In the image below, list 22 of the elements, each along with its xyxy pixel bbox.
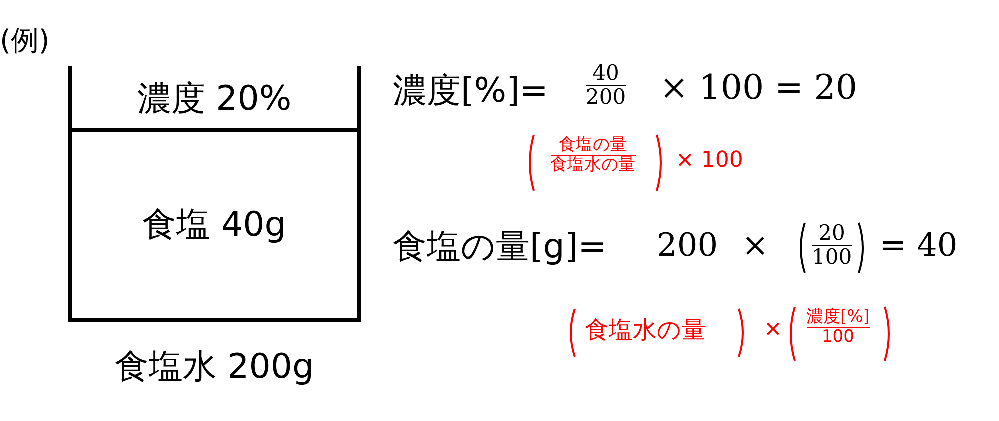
numerator: 濃度[%] xyxy=(806,308,870,327)
container-box xyxy=(68,128,361,322)
caption-text: 食塩水 200g xyxy=(114,346,316,389)
formula-text: 食塩の量[g]= xyxy=(393,226,607,269)
numerator: 食塩の量 xyxy=(559,136,627,155)
denominator: 100 xyxy=(822,328,854,346)
numerator: 40 xyxy=(592,62,620,86)
denominator: 100 xyxy=(812,246,852,270)
formula-text: × 100 xyxy=(676,148,744,173)
node-text: 濃度 20% xyxy=(137,78,292,121)
formula-text: = 40 xyxy=(880,226,958,264)
formula-text: × xyxy=(764,317,782,342)
numerator: 20 xyxy=(818,222,846,246)
example-label: (例) xyxy=(0,23,50,59)
formula-text: 濃度[%]= xyxy=(393,70,548,113)
formula-text: × xyxy=(742,226,769,264)
denominator: 200 xyxy=(586,86,626,110)
formula-text: 食塩水の量 xyxy=(585,315,706,346)
node-text: 食塩 40g xyxy=(142,204,286,247)
formula-text: × 100 = 20 xyxy=(660,68,858,108)
formula-text: 200 xyxy=(657,226,718,264)
denominator: 食塩水の量 xyxy=(550,156,636,174)
